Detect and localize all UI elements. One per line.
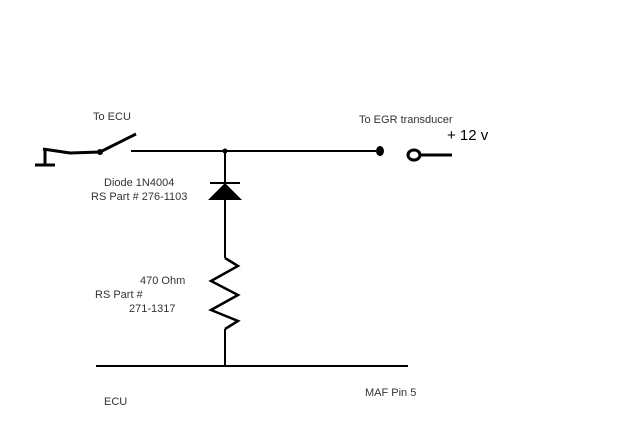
- ecu-label: ECU: [104, 396, 128, 408]
- to-egr-label: To EGR transducer: [359, 114, 453, 126]
- diode-triangle: [208, 183, 242, 200]
- voltage-label: + 12 v: [447, 127, 489, 144]
- maf-label: MAF Pin 5: [365, 387, 417, 399]
- resistor-value-label: 470 Ohm: [140, 275, 186, 287]
- diode-name-label: Diode 1N4004: [104, 177, 175, 189]
- to-ecu-label: To ECU: [93, 111, 131, 123]
- resistor-part-label: RS Part #: [95, 289, 143, 301]
- resistor-part-number: 271-1317: [129, 303, 176, 315]
- switch-lever: [42, 132, 137, 155]
- diode-part-label: RS Part # 276-1103: [91, 191, 188, 203]
- power-terminal: [406, 148, 422, 162]
- resistor-zigzag: [208, 256, 241, 331]
- egr-terminal: [376, 146, 384, 156]
- switch-pivot: [97, 149, 103, 155]
